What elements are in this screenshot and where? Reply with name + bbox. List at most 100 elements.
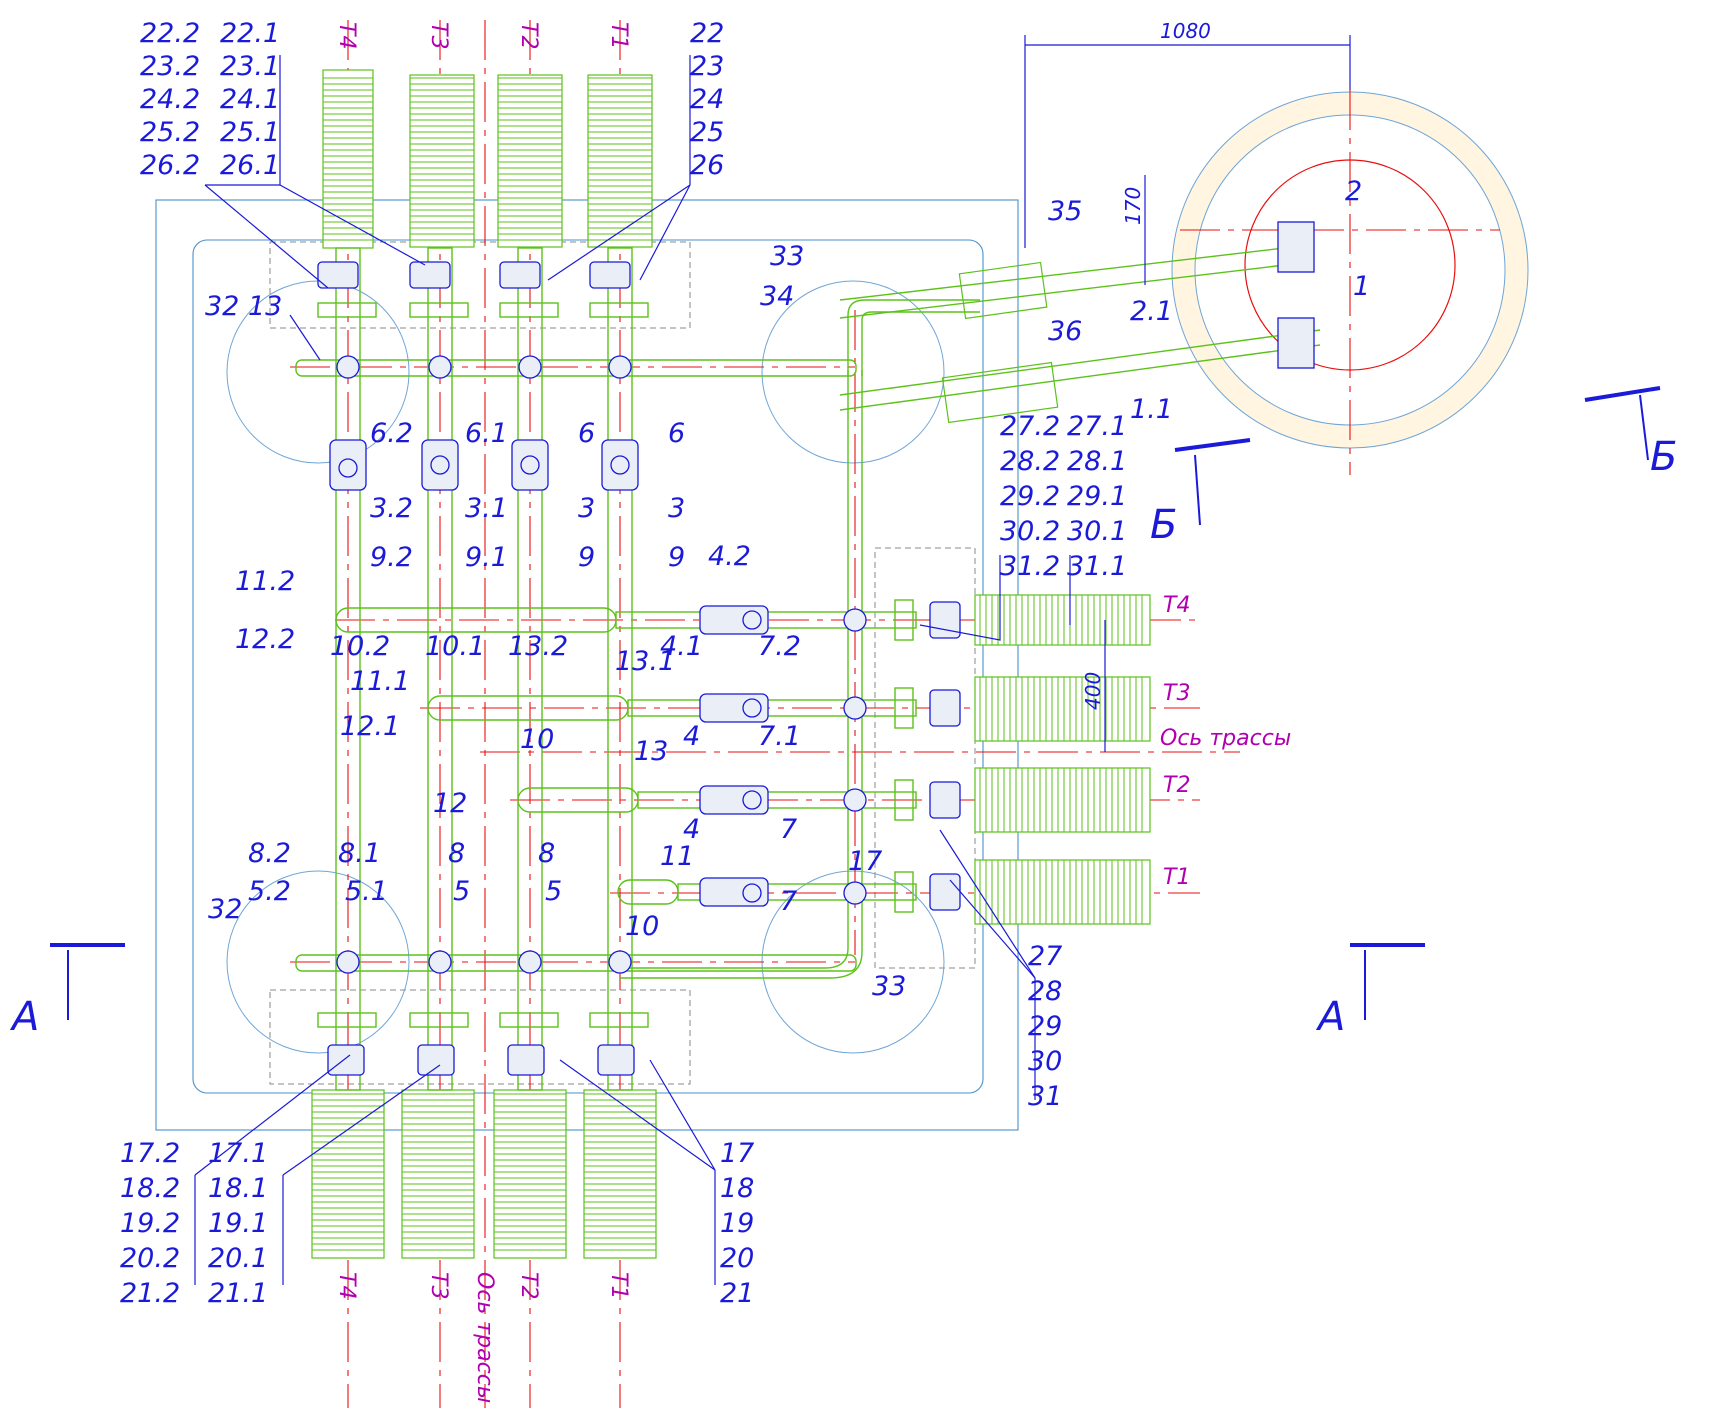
label-3-b: 3 (668, 493, 685, 524)
label-31-1: 31.1 (1067, 551, 1127, 582)
label-31: 31 (1028, 1081, 1062, 1112)
label-17-b: 17 (720, 1138, 754, 1169)
callout-labels: 22.2 22.1 23.2 23.1 24.2 24.1 25.2 25.1 … (120, 18, 1370, 1309)
label-9-1: 9.1 (465, 542, 508, 573)
label-28-2: 28.2 (1000, 446, 1060, 477)
label-28: 28 (1028, 976, 1062, 1007)
label-6-a: 6 (578, 418, 595, 449)
label-6-b: 6 (668, 418, 685, 449)
ball-valves-horizontal (699, 605, 769, 907)
corrugated-pipes-top (322, 69, 653, 249)
label-7-b: 7 (780, 886, 797, 917)
label-29-2: 29.2 (1000, 481, 1060, 512)
pipe-label-right-t3: T3 (1163, 681, 1190, 706)
section-b-right-label: Б (1650, 434, 1677, 480)
label-9-a: 9 (578, 542, 595, 573)
label-24-1: 24.1 (220, 84, 280, 115)
label-19: 19 (720, 1208, 754, 1239)
dimension-170: 170 (1121, 175, 1146, 285)
section-a-right-label: А (1315, 994, 1345, 1040)
label-11-2: 11.2 (235, 566, 295, 597)
label-11: 11 (660, 841, 694, 872)
label-21: 21 (720, 1278, 754, 1309)
label-17-2: 17.2 (120, 1138, 180, 1169)
route-axis-vertical-label: Ось трассы (472, 1272, 497, 1403)
label-12-1: 12.1 (340, 711, 400, 742)
label-34: 34 (760, 281, 794, 312)
label-22-2: 22.2 (140, 18, 200, 49)
label-13: 13 (634, 736, 668, 767)
label-1: 1 (1353, 271, 1370, 302)
label-9-b: 9 (668, 542, 685, 573)
corrugated-pipes-bottom (311, 1089, 657, 1259)
label-8-b: 8 (538, 838, 555, 869)
label-8-1: 8.1 (338, 838, 381, 869)
leader-lines (194, 55, 1071, 1285)
section-a-left-label: А (9, 994, 39, 1040)
label-3-1: 3.1 (465, 493, 508, 524)
label-20-1: 20.1 (208, 1243, 268, 1274)
well (839, 90, 1529, 475)
pipe-label-right-t2: T2 (1163, 773, 1190, 798)
label-7-1: 7.1 (758, 721, 801, 752)
label-5-2: 5.2 (248, 876, 291, 907)
label-33-bottom: 33 (872, 971, 906, 1002)
pipe-label-bottom-t3: T3 (426, 1272, 451, 1299)
label-26: 26 (690, 150, 724, 181)
label-5-1: 5.1 (345, 876, 388, 907)
label-7-2: 7.2 (758, 631, 801, 662)
label-2-1: 2.1 (1130, 296, 1173, 327)
label-26-1: 26.1 (220, 150, 280, 181)
label-8-a: 8 (448, 838, 465, 869)
label-1-1: 1.1 (1130, 394, 1173, 425)
label-19-1: 19.1 (208, 1208, 268, 1239)
pipe-label-bottom-t4: T4 (334, 1272, 359, 1299)
label-8-2: 8.2 (248, 838, 291, 869)
pipe-labels-right: T4 T3 T2 T1 Ось трассы (1160, 593, 1291, 890)
dim-1080-text: 1080 (1160, 19, 1211, 43)
pipe-labels-top: T4 T3 T2 T1 (334, 22, 631, 49)
label-24-2: 24.2 (140, 84, 200, 115)
label-10-2: 10.2 (330, 631, 390, 662)
label-30: 30 (1028, 1046, 1062, 1077)
label-32-top: 32 (205, 291, 239, 322)
label-18-2: 18.2 (120, 1173, 180, 1204)
label-25: 25 (690, 117, 724, 148)
label-36: 36 (1048, 316, 1082, 347)
label-4-2: 4.2 (708, 541, 751, 572)
corrugated-pipes-right (974, 594, 1151, 925)
label-3-2: 3.2 (370, 493, 413, 524)
section-b-left: Б (1150, 438, 1251, 548)
label-28-1: 28.1 (1067, 446, 1127, 477)
pipe-labels-bottom: T4 T3 T2 T1 Ось трассы (334, 1272, 631, 1403)
label-21-2: 21.2 (120, 1278, 180, 1309)
section-a-right: А (1315, 943, 1425, 1040)
dimension-400: 400 (1081, 620, 1106, 752)
section-a-left: А (9, 943, 125, 1040)
label-10-1: 10.1 (425, 631, 485, 662)
pipe-label-bottom-t1: T1 (606, 1272, 631, 1299)
label-25-1: 25.1 (220, 117, 280, 148)
label-12-2: 12.2 (235, 624, 295, 655)
label-27: 27 (1028, 941, 1062, 972)
label-4-1: 4.1 (660, 631, 703, 662)
label-19-2: 19.2 (120, 1208, 180, 1239)
label-20-2: 20.2 (120, 1243, 180, 1274)
label-27-2: 27.2 (1000, 411, 1060, 442)
label-10-b: 10 (625, 911, 659, 942)
label-33-top: 33 (770, 241, 804, 272)
section-b-right: Б (1584, 386, 1677, 480)
pipe-label-right-t4: T4 (1163, 593, 1190, 618)
label-13-top: 13 (248, 291, 282, 322)
label-17: 17 (848, 846, 882, 877)
label-17-1: 17.1 (208, 1138, 268, 1169)
label-12: 12 (433, 788, 467, 819)
label-35: 35 (1048, 196, 1082, 227)
label-3-a: 3 (578, 493, 595, 524)
label-13-1: 13.1 (615, 646, 675, 677)
pipe-label-top-t4: T4 (334, 22, 359, 49)
label-9-2: 9.2 (370, 542, 413, 573)
label-30-1: 30.1 (1067, 516, 1127, 547)
label-18-1: 18.1 (208, 1173, 268, 1204)
label-32-bottom: 32 (208, 894, 242, 925)
